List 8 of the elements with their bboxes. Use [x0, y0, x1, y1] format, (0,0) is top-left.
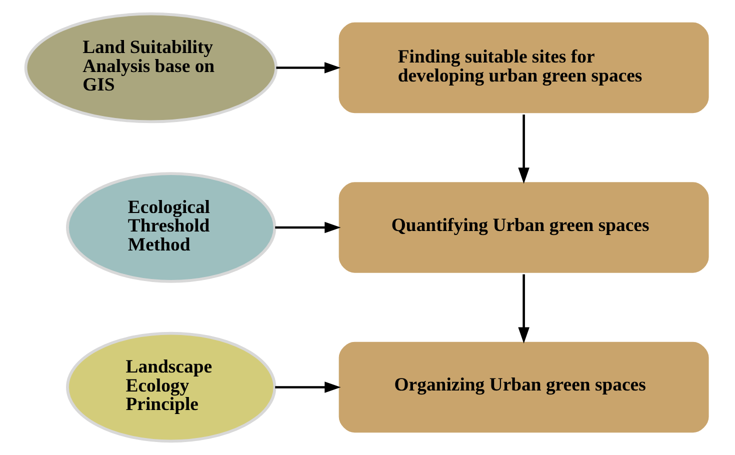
arrow: [518, 274, 529, 344]
node-ellipse: Land Suitability Analysis base on GIS: [24, 12, 278, 124]
arrow: [518, 114, 529, 184]
arrow: [274, 382, 340, 393]
node-ellipse: Ecological Threshold Method: [66, 172, 276, 283]
arrow: [276, 62, 340, 74]
arrow: [274, 222, 340, 234]
node-ellipse: Landscape Ecology Principle: [66, 332, 276, 443]
